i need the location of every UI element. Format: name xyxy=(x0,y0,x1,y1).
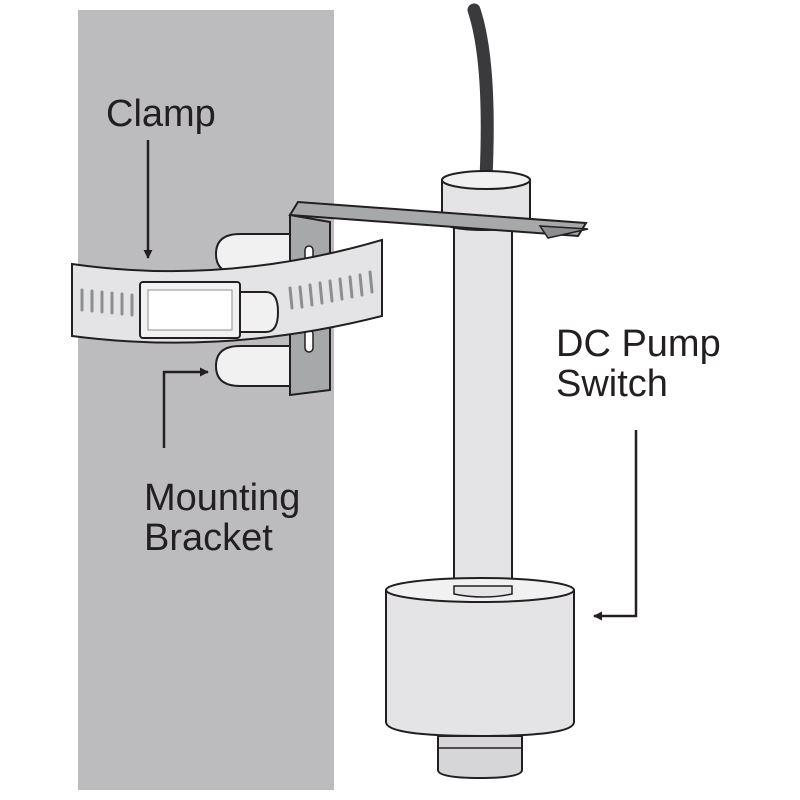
switch-stem-base xyxy=(453,585,513,598)
pump-switch-label: DC Pump Switch xyxy=(556,324,721,404)
mounting-bracket-label: Mounting Bracket xyxy=(144,478,300,558)
mounting-bracket-arm-lip xyxy=(538,225,589,239)
pump-switch-arrow xyxy=(593,430,638,621)
cable-icon xyxy=(467,3,494,185)
clamp-housing-face xyxy=(147,289,233,331)
float-switch-icon xyxy=(385,589,575,738)
switch-bottom-nut xyxy=(437,735,523,780)
pump-switch-label-line2: Switch xyxy=(556,363,668,405)
bracket-slot-lower xyxy=(304,329,314,353)
switch-stem xyxy=(453,213,513,595)
mounting-bracket-label-line2: Bracket xyxy=(144,517,273,559)
mounting-bracket-arm xyxy=(288,200,588,238)
clamp-label: Clamp xyxy=(106,94,216,134)
clamp-perforations xyxy=(80,270,374,317)
clamp-lower-tab xyxy=(214,345,300,387)
clamp-screw-icon xyxy=(239,291,280,333)
mounting-bracket-arrow xyxy=(162,367,209,448)
pump-switch-label-line1: DC Pump xyxy=(556,323,721,365)
switch-collar-top xyxy=(441,170,531,190)
clamp-label-text: Clamp xyxy=(106,93,216,135)
mounting-bracket-label-line1: Mounting xyxy=(144,477,301,519)
pipe-wall-icon xyxy=(78,10,334,790)
